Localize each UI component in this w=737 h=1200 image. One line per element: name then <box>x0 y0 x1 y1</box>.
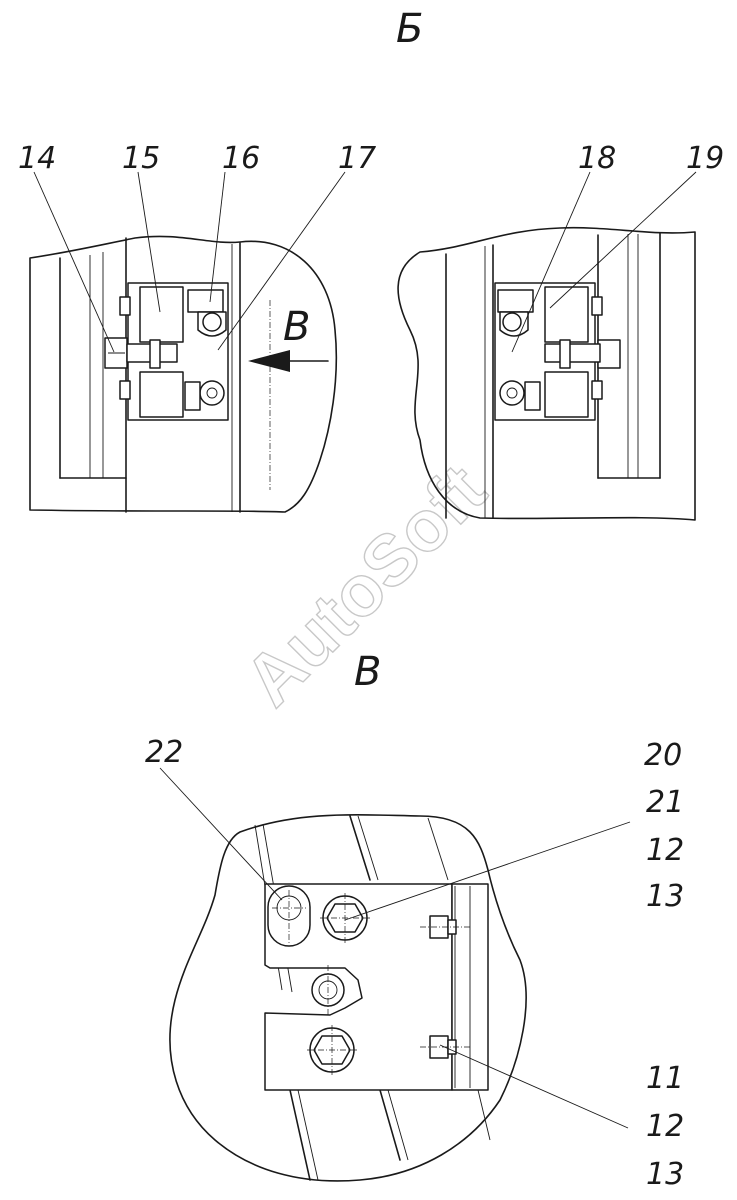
callout-12-bottom: 12 <box>646 1109 684 1144</box>
callout-20: 20 <box>644 738 682 773</box>
callout-13-top: 13 <box>646 879 684 914</box>
callout-13-bottom: 13 <box>646 1157 684 1192</box>
view-v-breakout-outline <box>169 814 527 1182</box>
left-breakout-outline <box>29 235 338 513</box>
callout-22: 22 <box>145 735 183 770</box>
callout-14: 14 <box>18 141 56 176</box>
callout-11: 11 <box>646 1061 684 1096</box>
right-breakout-outline <box>397 226 696 521</box>
right-detail <box>397 171 697 521</box>
callout-15: 15 <box>122 141 160 176</box>
callout-16: 16 <box>222 141 260 176</box>
view-arrow-head <box>248 350 290 372</box>
view-v-title: В <box>354 649 381 695</box>
view-v-detail <box>159 767 631 1182</box>
callout-12-top: 12 <box>646 833 684 868</box>
view-b-title: Б <box>396 6 423 52</box>
callout-18: 18 <box>578 141 616 176</box>
view-arrow-label: В <box>283 304 310 350</box>
left-detail: В <box>29 171 346 513</box>
callout-21: 21 <box>646 785 684 820</box>
callout-19: 19 <box>686 141 724 176</box>
callout-17: 17 <box>338 141 376 176</box>
